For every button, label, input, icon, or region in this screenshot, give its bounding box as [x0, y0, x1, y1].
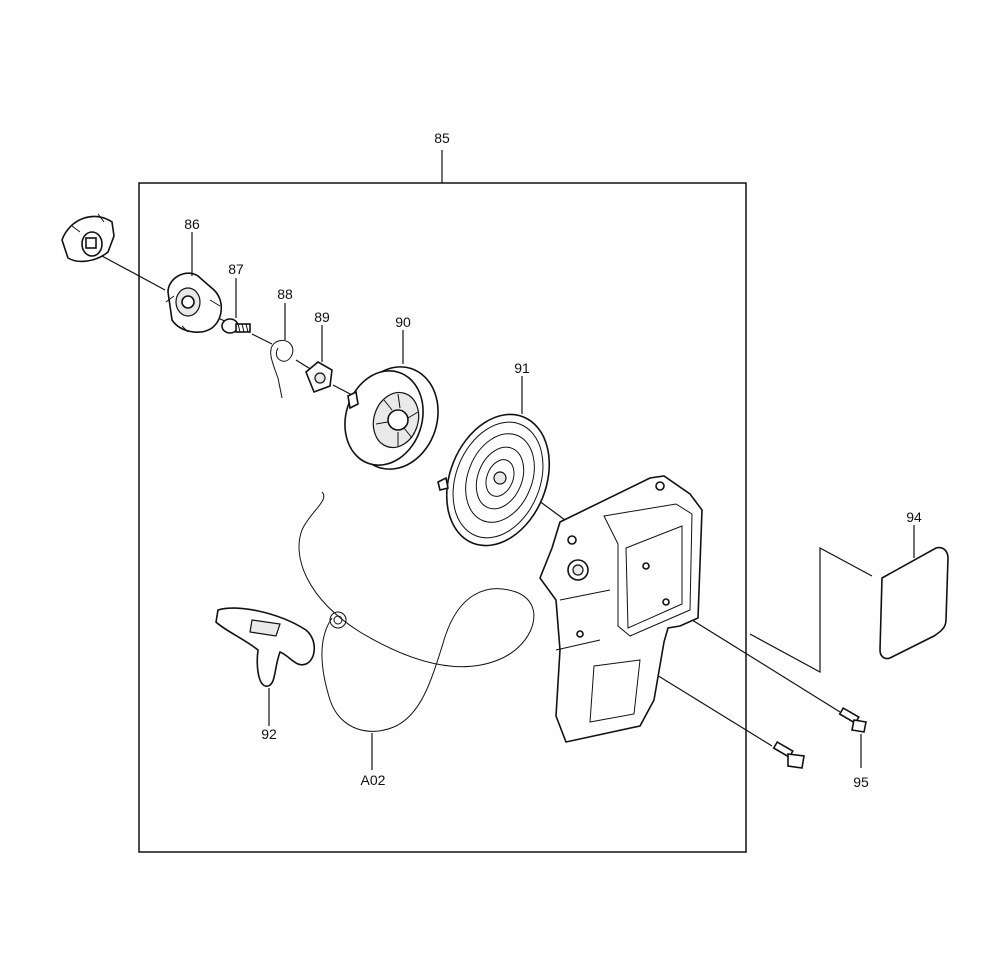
part-95-screw-upper	[838, 706, 867, 733]
part-87-bolt	[221, 318, 251, 334]
label-86: 86	[184, 216, 200, 232]
part-91-recoil-spring	[437, 413, 551, 547]
part-a02-starter-rope	[298, 491, 535, 732]
label-94: 94	[906, 509, 922, 525]
label-90: 90	[395, 314, 411, 330]
part-95-screw-lower	[772, 740, 805, 769]
label-87: 87	[228, 261, 244, 277]
label-a02: A02	[361, 772, 386, 788]
label-85: 85	[434, 130, 450, 146]
part-92-handle-grip	[215, 607, 316, 687]
label-88: 88	[277, 286, 293, 302]
label-92: 92	[261, 726, 277, 742]
part-94-label-plate	[879, 546, 949, 660]
flywheel-fragment	[61, 213, 115, 263]
starter-housing	[539, 475, 703, 743]
part-90-rope-reel	[344, 366, 439, 470]
label-89: 89	[314, 309, 330, 325]
part-88-spring-clip	[270, 340, 294, 399]
label-95: 95	[853, 774, 869, 790]
label-91: 91	[514, 360, 530, 376]
part-89-pawl	[305, 361, 333, 394]
part-86-ratchet-hub	[165, 272, 223, 333]
